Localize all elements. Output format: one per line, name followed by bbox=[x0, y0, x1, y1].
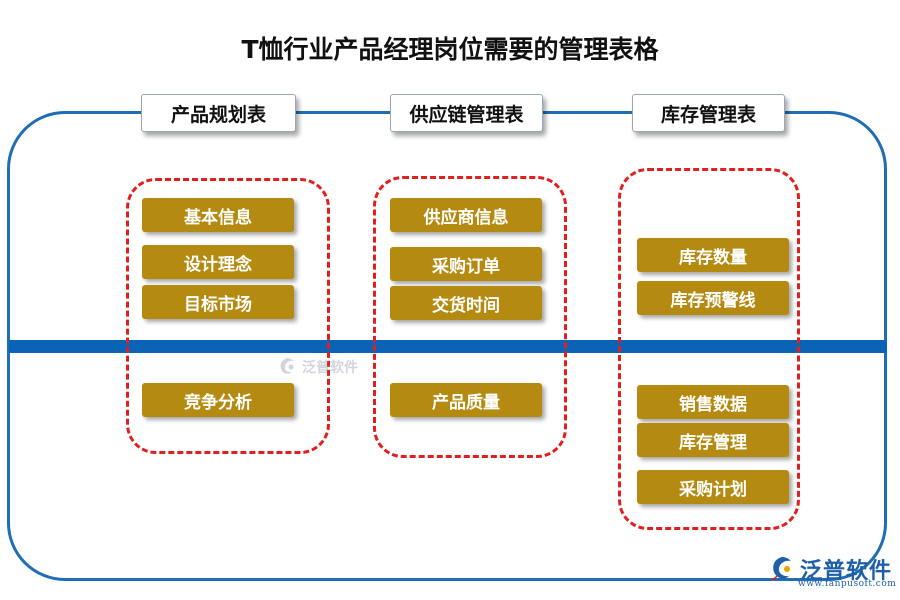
header-product-planning: 产品规划表 bbox=[141, 94, 296, 132]
watermark-corner-logo: 泛普软件 www.fanpusoft.com bbox=[768, 553, 896, 589]
item-inventory-management: 库存管理 bbox=[637, 423, 789, 457]
item-competition-analysis: 竞争分析 bbox=[142, 383, 294, 417]
item-supplier-info: 供应商信息 bbox=[390, 198, 542, 232]
horizontal-divider-bar bbox=[9, 340, 887, 353]
header-inventory: 库存管理表 bbox=[632, 94, 785, 132]
item-design-concept: 设计理念 bbox=[142, 245, 294, 279]
item-inventory-quantity: 库存数量 bbox=[637, 238, 789, 272]
item-basic-info: 基本信息 bbox=[142, 198, 294, 232]
item-purchase-order: 采购订单 bbox=[390, 247, 542, 281]
item-product-quality: 产品质量 bbox=[390, 383, 542, 417]
item-target-market: 目标市场 bbox=[142, 285, 294, 319]
watermark-center: 泛普软件 bbox=[276, 356, 358, 378]
group-inventory bbox=[618, 168, 800, 530]
diagram-title: T恤行业产品经理岗位需要的管理表格 bbox=[241, 35, 659, 64]
watermark-brand: 泛普软件 bbox=[302, 360, 358, 376]
fanpu-logo-icon bbox=[280, 358, 294, 374]
watermark-brand-corner: 泛普软件 bbox=[800, 559, 893, 584]
group-product-planning bbox=[126, 178, 330, 454]
item-delivery-time: 交货时间 bbox=[390, 286, 542, 320]
fanpu-logo-icon bbox=[770, 557, 791, 581]
header-supply-chain: 供应链管理表 bbox=[390, 94, 543, 132]
item-sales-data: 销售数据 bbox=[637, 385, 789, 419]
item-inventory-alert-line: 库存预警线 bbox=[637, 281, 789, 315]
group-supply-chain bbox=[373, 176, 567, 458]
item-purchase-plan: 采购计划 bbox=[637, 470, 789, 504]
watermark-url: www.fanpusoft.com bbox=[798, 579, 897, 589]
